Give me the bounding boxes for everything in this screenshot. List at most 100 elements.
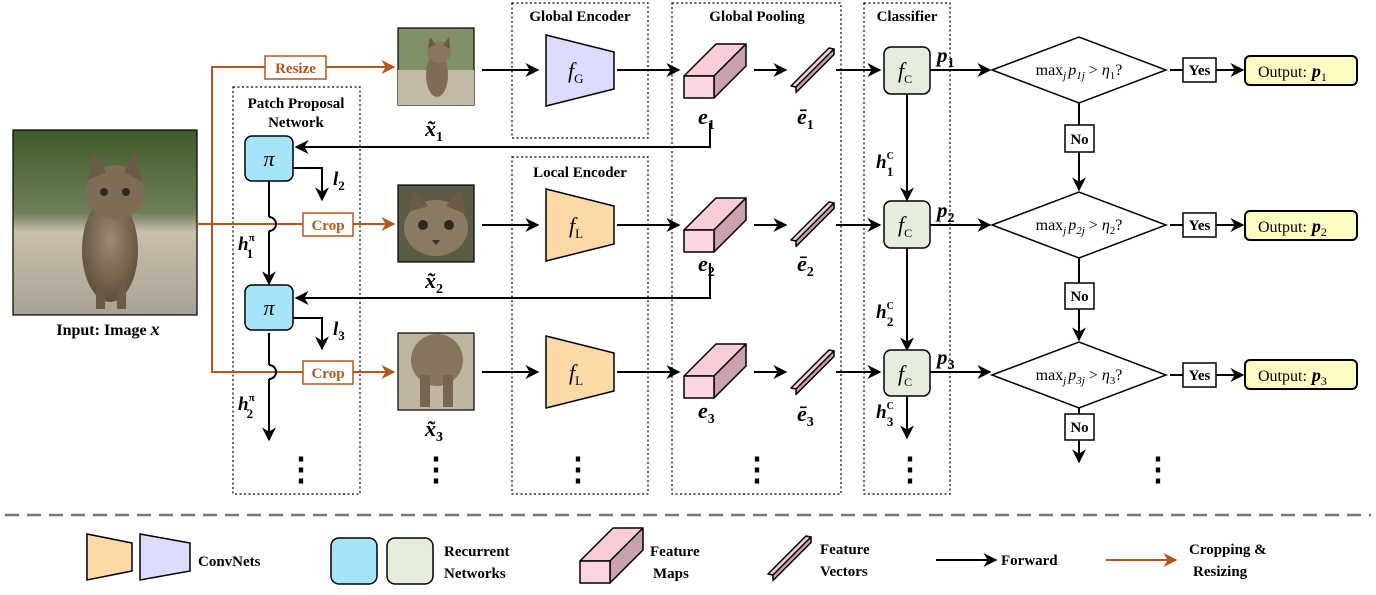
policy-network-flow: [262, 167, 329, 442]
yes-label-1: Yes: [1189, 63, 1211, 79]
patch-proposal-title-line1: Patch Proposal: [248, 96, 345, 112]
global-pooling-title: Global Pooling: [709, 9, 805, 25]
fC-label-2: fC: [898, 212, 912, 240]
patch-proposal-title-line2: Network: [268, 115, 324, 131]
x1-tilde-label: x̃1: [424, 116, 443, 145]
classifier-section: Classifier: [863, 2, 951, 495]
fL-label-1: fL: [569, 213, 583, 241]
legend-cropping-line1: Cropping &: [1189, 542, 1267, 558]
e1-bar-label: ē1: [797, 104, 814, 133]
legend-cropping-line2: Resizing: [1193, 564, 1248, 580]
resize-box: Resize: [264, 55, 327, 80]
fC-label-1: fC: [898, 58, 912, 86]
decision-flow: [1072, 63, 1245, 464]
cat-head-crop-icon: [397, 184, 475, 263]
output-text-2: Output:p2: [1258, 216, 1327, 239]
no-label-1: No: [1070, 132, 1088, 148]
forward-arrows: [294, 63, 882, 379]
crop-box-2: Crop: [302, 360, 354, 385]
legend-bar-top: [767, 535, 812, 576]
local-encoder-title: Local Encoder: [533, 165, 627, 181]
local-encoder-section: Local Encoder: [511, 156, 649, 495]
classifier-title: Classifier: [877, 9, 938, 25]
ellipsis-crops: ⋮: [420, 451, 452, 487]
output-box-2: Output:p2: [1244, 210, 1358, 241]
no-label-3: No: [1070, 420, 1088, 436]
cat-legs-crop-icon: [397, 332, 475, 411]
ellipsis-encoder: ⋮: [562, 451, 594, 487]
legend: ConvNets Recurrent Networks Feature Maps…: [86, 527, 1267, 585]
output-box-3: Output:p3: [1244, 359, 1358, 390]
e3-label: e3: [698, 398, 715, 427]
feature-map-2: [683, 197, 747, 253]
legend-feature-vector-icon: [767, 535, 812, 582]
crop-box-1: Crop: [302, 212, 354, 237]
output-text-3: Output:p3: [1258, 365, 1327, 388]
p1-label: p1: [935, 43, 955, 71]
output-box-1: Output:p1: [1244, 55, 1358, 86]
yes-box-1: Yes: [1182, 57, 1217, 83]
legend-feature-vectors-line1: Feature: [820, 542, 870, 558]
feature-vector-3-side: [795, 350, 835, 396]
feature-vector-1-top: [790, 47, 835, 88]
ellipses: ⋮ ⋮ ⋮ ⋮ ⋮ ⋮: [285, 451, 1174, 487]
feature-vector-1-side: [795, 48, 835, 94]
feature-vector-2-side: [795, 202, 835, 248]
feature-map-3-front: [683, 375, 715, 399]
e2-label: e2: [698, 251, 715, 280]
global-encoder: fG: [545, 34, 615, 107]
cat-resized-image-icon: [397, 27, 475, 106]
classifier-flow: [900, 63, 992, 440]
feature-vector-2: [790, 201, 835, 248]
ellipsis-output: ⋮: [1142, 451, 1174, 487]
feature-map-3: [683, 343, 747, 399]
classifier-cell-3: fC: [883, 349, 931, 397]
classifier-cell-2: fC: [883, 200, 931, 249]
e1-label: e1: [698, 104, 715, 133]
policy-network-1: π: [244, 135, 294, 182]
feature-maps: [683, 43, 747, 399]
crop-label-1: Crop: [311, 218, 344, 234]
legend-convnets-label: ConvNets: [198, 554, 261, 570]
no-box-1: No: [1064, 124, 1095, 153]
p3-label: p3: [935, 345, 955, 373]
x2-tilde-label: x̃2: [424, 268, 443, 297]
global-encoder-title: Global Encoder: [529, 9, 631, 25]
legend-convnets-icon: [86, 533, 191, 581]
cropping-flow: [197, 60, 396, 379]
crop-label-2: Crop: [311, 366, 344, 382]
ellipsis-patch: ⋮: [285, 451, 317, 487]
legend-cuboid-front: [579, 560, 611, 584]
feature-map-1: [683, 43, 747, 99]
feature-vectors: [790, 47, 835, 396]
output-text-1: Output:p1: [1258, 61, 1327, 84]
yes-box-2: Yes: [1182, 212, 1217, 238]
legend-feature-map-icon: [579, 527, 644, 584]
legend-feature-maps-line2: Maps: [653, 566, 689, 582]
fG-label: fG: [568, 58, 584, 86]
feature-vector-1: [790, 47, 835, 94]
classifier-cell-1: fC: [883, 46, 931, 95]
yes-label-2: Yes: [1189, 218, 1211, 234]
e2-bar-label: ē2: [797, 251, 814, 280]
feature-map-2-front: [683, 229, 715, 253]
p2-label: p2: [935, 198, 955, 226]
ellipsis-pooling: ⋮: [741, 451, 773, 487]
cat-full-image-icon: [12, 129, 198, 316]
legend-feature-maps-line1: Feature: [650, 544, 700, 560]
x3-tilde-label: x̃3: [424, 416, 443, 445]
no-box-2: No: [1064, 282, 1095, 310]
legend-forward-label: Forward: [1001, 553, 1058, 569]
legend-feature-vectors-line2: Vectors: [820, 564, 868, 580]
l3-label: l3: [333, 319, 345, 343]
l2-label: l2: [333, 169, 345, 193]
